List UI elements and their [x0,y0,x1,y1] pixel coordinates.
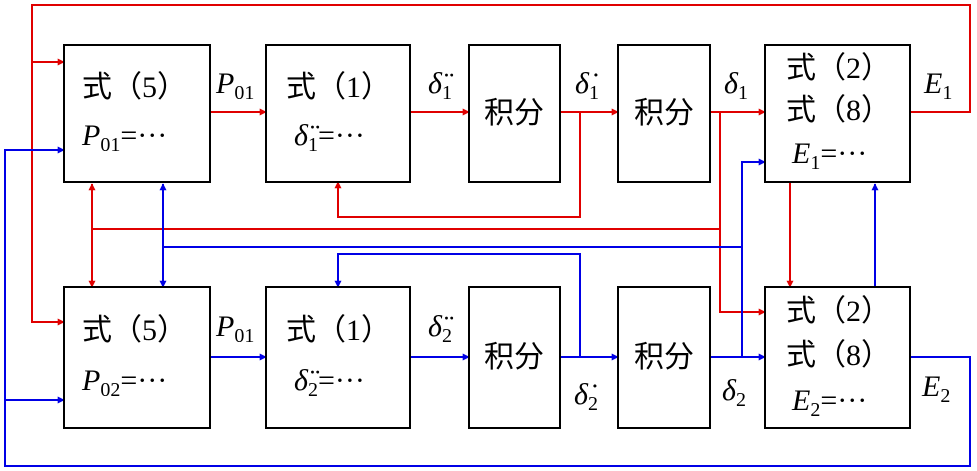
box-eq5-row2-formula: P02=··· [81,364,167,401]
integrator-b-row2-label: 积分 [634,341,694,374]
label-delta1: δ1 [724,67,748,104]
row1: 式（5） P01=··· P01 式（1） δ̈1=··· δ̈1 积分 δ̇1… [63,44,952,183]
label-p01-row2: P01 [215,310,254,347]
box-eq28-row2: 式（2） 式（8） E2=··· [764,286,911,429]
integrator-a-row2-label: 积分 [484,341,544,374]
label-p01-row1: P01 [215,67,254,104]
label-ddelta1: δ̈1 [428,67,454,104]
box-integrator-b-row2: 积分 [617,286,711,429]
box-eq1-row1-formula: δ̈1=··· [294,119,365,156]
box-eq1-row1-title: 式（1） [286,71,391,104]
row2: 式（5） P02=··· P01 式（1） δ̈2=··· δ̈2 积分 δ̇2… [63,286,950,429]
box-eq5-row2: 式（5） P02=··· [63,286,211,429]
box-eq1-row2-title: 式（1） [286,314,391,347]
label-e1: E1 [923,67,952,104]
label-delta2: δ2 [722,374,746,411]
box-eq28-row2-formula: E2=··· [791,384,867,421]
box-eq5-row1-formula: P01=··· [81,119,167,156]
blue-delta2-to-row1 [741,158,766,357]
blue-feedback-ddot2 [334,253,581,357]
integrator-a-row1-label: 积分 [484,97,544,130]
blue-loop-e2 [4,146,971,467]
box-integrator-a-row2: 积分 [468,286,561,429]
box-eq5-row1: 式（5） P01=··· [63,44,211,183]
blue-connectors [4,146,971,467]
box-eq28-row1: 式（2） 式（8） E1=··· [764,44,911,183]
red-loop-e1 [31,4,971,113]
box-eq28-row1-line1: 式（2） [786,52,891,85]
box-eq28-row2-line1: 式（2） [786,295,891,328]
box-eq28-row1-line2: 式（8） [786,94,891,127]
red-left-to-row2 [31,62,65,326]
integrator-b-row1-label: 积分 [634,97,694,130]
box-eq1-row1: 式（1） δ̈1=··· [265,44,411,183]
box-integrator-b-row1: 积分 [617,44,711,183]
box-eq1-row2: 式（1） δ̈2=··· [265,286,411,429]
red-delta1-to-row2 [719,229,766,316]
red-feedback-ddot1 [334,112,581,218]
label-e2: E2 [921,370,950,407]
box-eq5-row1-title: 式（5） [82,71,187,104]
box-eq28-row1-formula: E1=··· [791,137,867,174]
label-ddot2: δ̇2 [574,378,598,415]
box-eq5-row2-title: 式（5） [82,314,187,347]
box-eq1-row2-formula: δ̈2=··· [294,364,365,401]
red-connectors [31,4,971,326]
box-eq28-row2-line2: 式（8） [786,339,891,372]
label-ddelta2: δ̈2 [428,310,454,347]
label-ddot1: δ̇1 [575,67,599,104]
box-integrator-a-row1: 积分 [468,44,561,183]
